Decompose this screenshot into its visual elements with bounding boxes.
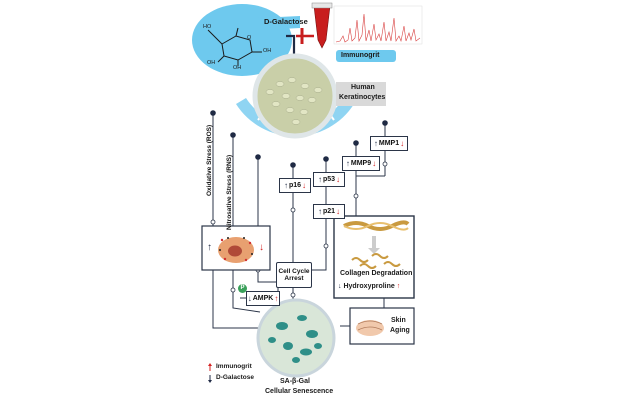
d-galactose-label: D-Galactose	[264, 17, 308, 26]
pathway-lines	[212, 114, 386, 329]
chem-o-label: O	[247, 35, 252, 41]
cell-panel-up-arrow-icon: ↑	[207, 242, 212, 253]
p16-marker: ↑p16↓	[279, 178, 311, 193]
legend-arrows	[208, 363, 212, 383]
immunogrit-label: Immunogrit	[341, 52, 380, 59]
keratinocytes-label-line1: Human	[351, 84, 375, 91]
skin-aging-label-line2: Aging	[390, 327, 410, 334]
chem-oh-label-1: OH	[263, 48, 272, 54]
hydroxyproline-row: ↓ Hydroxyproline ↑	[338, 283, 401, 290]
legend-d-galactose-label: D-Galactose	[216, 374, 254, 381]
cell-panel	[201, 225, 271, 271]
d-galactose-bubble	[192, 4, 300, 76]
keratinocyte-dish-arcs	[236, 98, 354, 137]
mmp1-marker: ↑MMP1↓	[370, 136, 408, 151]
phospho-badge-icon: P	[238, 284, 247, 293]
collagen-degradation-label: Collagen Degradation	[340, 270, 413, 277]
cell-panel-down-arrow-icon: ↓	[259, 242, 264, 253]
pathway-pin-heads	[210, 110, 388, 168]
keratinocyte-dish	[252, 53, 338, 139]
pathway-nodes	[210, 161, 388, 298]
keratinocytes-label-line2: Keratinocytes	[339, 94, 386, 101]
treatment-connectors	[286, 34, 296, 56]
nitrosative-stress-label: Nitrosative Stress (RNS)	[226, 154, 233, 230]
mmp9-marker: ↑MMP9↓	[342, 156, 380, 171]
immunogrit-panel	[311, 2, 423, 62]
chem-oh-label-2: OH	[233, 65, 242, 71]
keratinocytes-label-box	[336, 82, 386, 106]
oxidative-stress-label: Oxidative Stress (ROS)	[206, 124, 213, 196]
legend-immunogrit-label: Immunogrit	[216, 363, 252, 370]
skin-aging-box	[349, 307, 415, 345]
spectrum-trace	[335, 13, 421, 43]
p21-marker: ↑p21↓	[313, 204, 345, 219]
senescence-dish	[256, 298, 336, 378]
ampk-marker: ↓AMPK↑	[246, 291, 280, 306]
chem-ho-label: HO	[203, 24, 212, 30]
galactose-structure-icon	[207, 27, 262, 66]
p53-marker: ↑p53↓	[313, 172, 345, 187]
chem-oh-label-3: OH	[207, 60, 216, 66]
collagen-panel	[333, 215, 415, 299]
cellular-senescence-label: Cellular Senescence	[265, 388, 334, 395]
skin-aging-label-line1: Skin	[391, 317, 406, 324]
sa-beta-gal-label: SA-β-Gal	[280, 378, 310, 385]
